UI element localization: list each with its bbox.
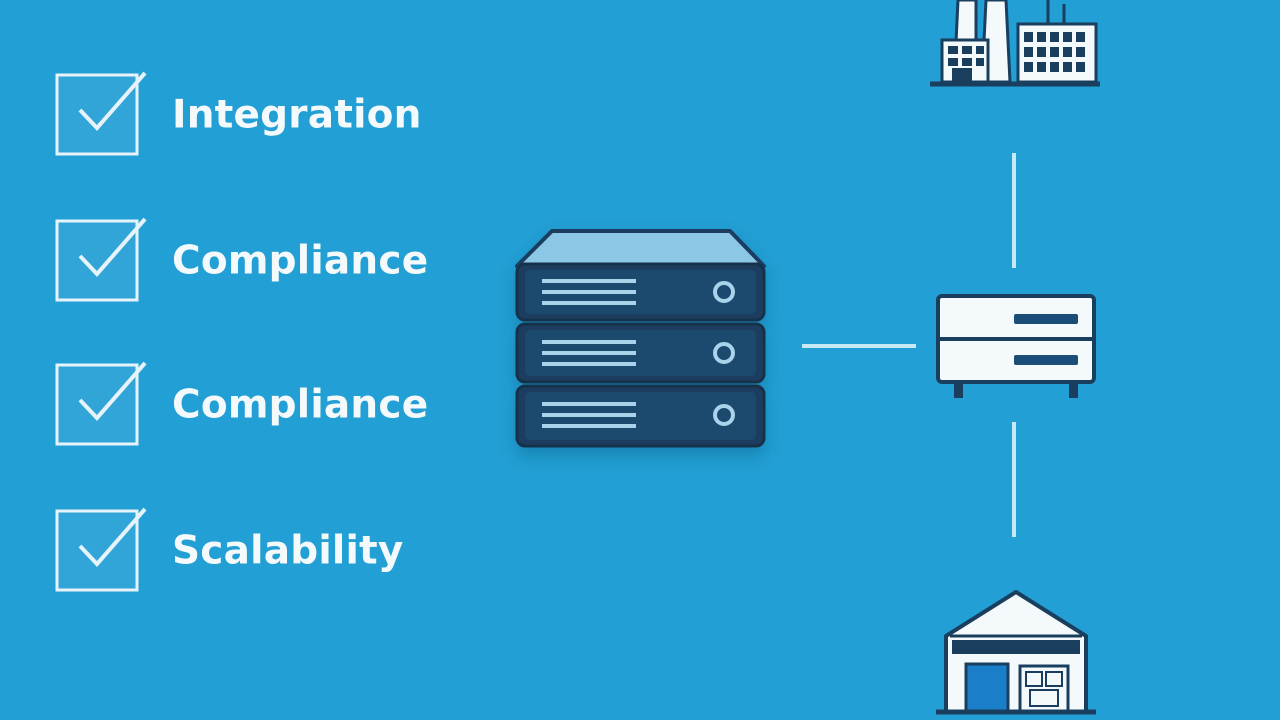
checkbox-checked-icon [55, 507, 147, 592]
checklist-item-label: Compliance [172, 382, 429, 428]
server-stack-icon [515, 229, 766, 448]
checkbox-checked-icon [55, 71, 147, 156]
checklist-item-label: Scalability [172, 528, 404, 574]
server-unit [515, 262, 766, 322]
checkbox-checked-icon [55, 361, 147, 446]
checklist-item-integration: Integration [52, 70, 452, 160]
checklist-item-label: Integration [172, 92, 422, 138]
feature-checklist: Integration Compliance Compliance Scalab… [0, 0, 460, 720]
checklist-item-scalability: Scalability [52, 506, 452, 596]
checklist-item-label: Compliance [172, 238, 429, 284]
warehouse-icon [936, 590, 1096, 715]
checkbox-checked-icon [55, 217, 147, 302]
checklist-item-compliance: Compliance [52, 216, 452, 306]
server-unit [515, 322, 766, 384]
network-switch-icon [936, 294, 1096, 398]
server-unit [515, 384, 766, 448]
checklist-item-compliance-2: Compliance [52, 360, 452, 450]
connector-lines [802, 153, 1016, 537]
factory-icon [930, 0, 1100, 87]
